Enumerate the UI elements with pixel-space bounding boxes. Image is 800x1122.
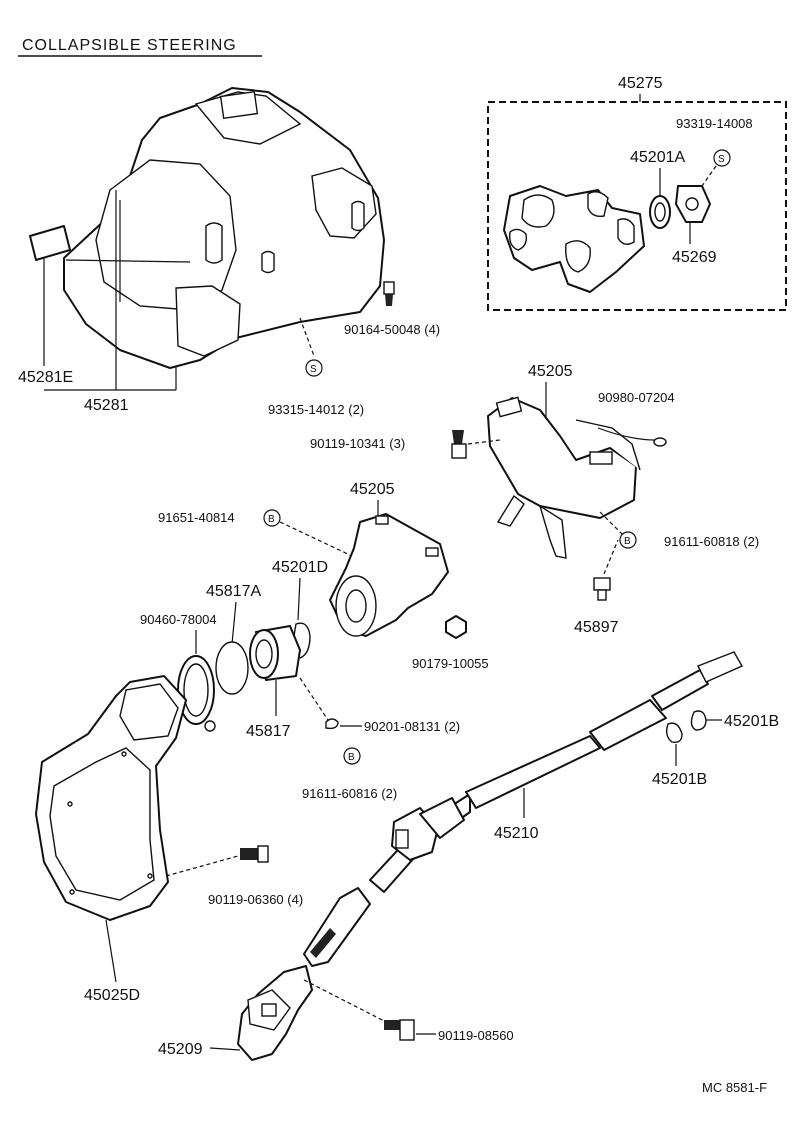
pad-45281e [29,225,71,261]
label-90119-10341: 90119-10341 (3) [310,436,405,451]
label-90179-10055: 90179-10055 [412,656,489,671]
bolt-45897 [593,577,611,601]
label-45201d: 45201D [272,559,328,576]
label-90460-78004: 90460-78004 [140,612,217,627]
clip-90980-07204 [597,427,657,441]
label-45205-upper: 45205 [528,363,573,380]
bracket-45205-upper [487,396,641,559]
bolt-90119-10341 [451,430,467,459]
column-cover [63,87,385,369]
u-joint-45209 [237,965,313,1061]
label-45205-lower: 45205 [350,481,395,498]
ring-45201b-right [690,710,707,731]
label-45281e: 45281E [18,369,73,386]
diagram-title: COLLAPSIBLE STEERING [22,37,237,54]
label-45025d: 45025D [84,987,140,1004]
symbol-b-91611-60818: B [624,536,631,547]
label-90119-06360: 90119-06360 (4) [208,892,303,907]
u-joint-upper [391,797,465,861]
label-45201a: 45201A [630,149,685,166]
bolt-90119-06360 [240,845,269,863]
bracket-45205-lower [329,513,449,637]
label-90201-08131: 90201-08131 (2) [364,719,460,734]
label-90980-07204: 90980-07204 [598,390,675,405]
symbol-b-91651: B [268,514,275,525]
label-91611-60816: 91611-60816 (2) [302,786,397,801]
symbol-s-93315: S [310,364,317,375]
label-45897: 45897 [574,619,619,636]
label-93315-14012: 93315-14012 (2) [268,402,364,417]
nut-90179-10055 [445,615,467,639]
label-45817: 45817 [246,723,291,740]
label-45275: 45275 [618,75,663,92]
label-45281: 45281 [84,397,129,414]
symbol-b-91611-60816: B [348,752,355,763]
label-45209: 45209 [158,1041,203,1058]
clamp-90460-78004 [177,655,216,732]
label-90164-50048: 90164-50048 (4) [344,322,440,337]
label-93319-14008: 93319-14008 [676,116,753,131]
ring-45201b-lower [665,722,683,744]
kit-box-45275 [487,101,787,311]
label-90119-08560: 90119-08560 [438,1028,514,1043]
label-45201b-right: 45201B [724,713,779,730]
o-ring-45817a [215,641,249,695]
label-91611-60818: 91611-60818 (2) [664,534,759,549]
symbol-s-93319: S [718,154,725,165]
collar-45817 [249,625,301,681]
label-45201b-lower: 45201B [652,771,707,788]
tilt-mechanism [503,185,645,293]
label-45817a: 45817A [206,583,261,600]
label-91651-40814: 91651-40814 [158,510,235,525]
clip-90201-08131 [325,718,339,730]
label-45269: 45269 [672,249,717,266]
bolt-90119-08560 [384,1019,415,1041]
screw-90164-50048 [383,281,395,306]
label-45210: 45210 [494,825,539,842]
intermediate-spline [303,887,371,967]
dust-boot-45025d [35,675,187,921]
footer-code: MC 8581-F [702,1080,767,1095]
